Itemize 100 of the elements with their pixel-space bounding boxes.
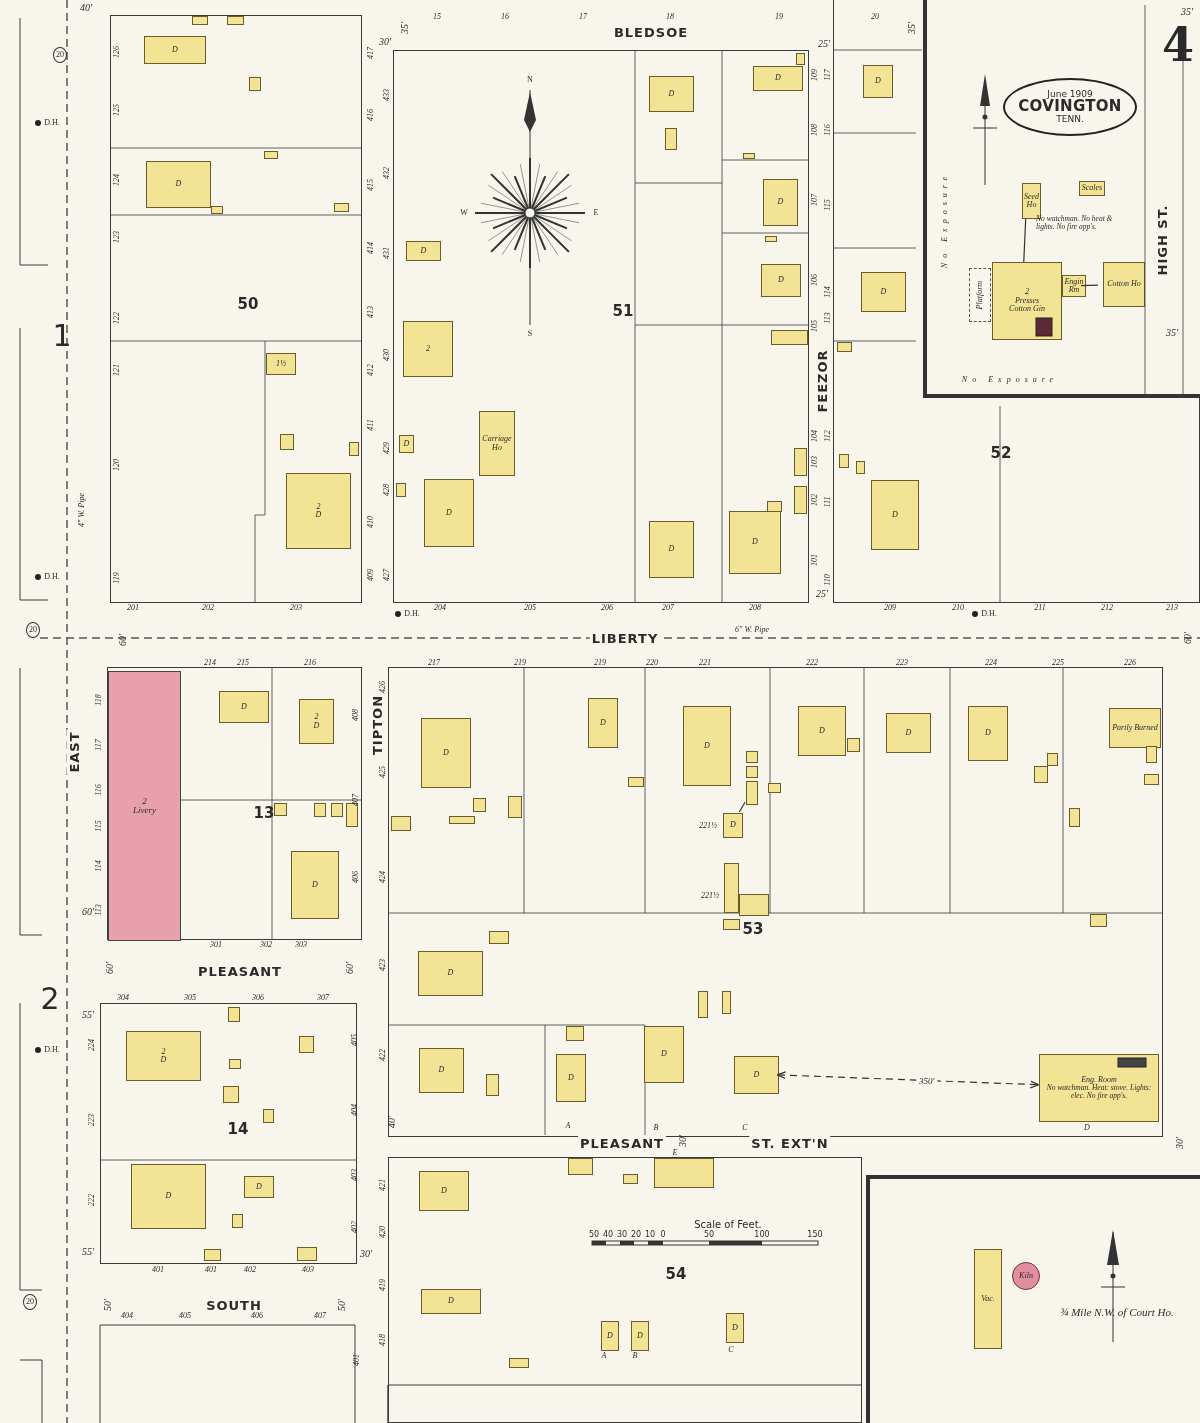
building-footprint	[644, 1026, 684, 1083]
street-width: 60'	[118, 633, 128, 647]
building-footprint	[418, 951, 483, 996]
building-label: Platform	[975, 280, 985, 310]
house-number: 217	[428, 659, 440, 667]
street-name: PLEASANT	[578, 1135, 666, 1151]
compass-letter: S	[527, 330, 533, 338]
outbuilding	[722, 991, 731, 1014]
house-number: 423	[379, 959, 387, 971]
building-label: D	[892, 510, 898, 520]
street-width: 40'	[79, 3, 93, 13]
house-number: 403	[351, 1169, 359, 1181]
house-number: 125	[113, 104, 121, 116]
title-text: June 1909	[1047, 89, 1093, 100]
outbuilding	[847, 738, 860, 752]
building-label: D	[637, 1331, 643, 1341]
block-number: 52	[990, 444, 1012, 462]
building-footprint	[761, 264, 801, 297]
compass-letter: E	[593, 209, 599, 217]
house-number: 421	[379, 1179, 387, 1191]
street-width: 60'	[81, 907, 95, 917]
house-number: 103	[811, 456, 819, 468]
street-width: 50'	[337, 1298, 347, 1312]
note-text: No Exposure	[941, 171, 949, 269]
house-number: 6" W. Pipe	[735, 626, 769, 634]
house-number: 429	[383, 442, 391, 454]
street-width: 30'	[1175, 1136, 1185, 1150]
outbuilding	[796, 53, 805, 65]
outbuilding	[1146, 746, 1157, 763]
house-number: 306	[252, 994, 264, 1002]
title-text: TENN.	[1056, 114, 1084, 125]
city-block	[100, 1003, 357, 1264]
building-label: Carriage Ho	[481, 435, 513, 452]
outbuilding	[489, 931, 509, 944]
house-number: 303	[295, 941, 307, 949]
house-number: 223	[896, 659, 908, 667]
outbuilding	[473, 798, 486, 812]
house-number: 209	[884, 604, 896, 612]
building-footprint	[734, 1056, 779, 1094]
house-number: 422	[379, 1049, 387, 1061]
street-width: 30'	[359, 1249, 373, 1259]
house-number: 18	[666, 13, 674, 21]
building-label: D	[668, 545, 675, 554]
house-number: 102	[811, 494, 819, 506]
outbuilding	[249, 77, 261, 91]
scale-number: 20	[630, 1229, 642, 1239]
outbuilding	[743, 153, 755, 159]
house-number: 413	[367, 306, 375, 318]
house-number: 105	[811, 320, 819, 332]
outbuilding	[723, 919, 740, 930]
house-number: 222	[806, 659, 818, 667]
street-width: 50'	[103, 1298, 113, 1312]
street-width: 55'	[81, 1247, 95, 1257]
house-number: 224	[88, 1039, 96, 1051]
building-label: D	[730, 821, 736, 830]
scale-number: 50	[588, 1229, 600, 1239]
lot-letter: B	[653, 1124, 659, 1132]
building-footprint	[266, 353, 296, 375]
street-width: 60'	[1183, 631, 1193, 645]
house-number: 426	[379, 681, 387, 693]
hydrant-label: D.H.	[404, 610, 420, 618]
scale-number: 100	[754, 1229, 770, 1239]
house-number: 410	[367, 516, 375, 528]
outbuilding	[767, 501, 782, 512]
outbuilding	[856, 461, 865, 474]
building-footprint	[244, 1176, 274, 1198]
outbuilding	[665, 128, 677, 150]
building-footprint	[974, 1249, 1002, 1349]
building-label: Seed Ho	[1023, 192, 1040, 210]
building-label: D	[668, 89, 675, 99]
hydrant-label: D.H.	[981, 610, 997, 618]
outbuilding	[229, 1059, 241, 1069]
outbuilding	[211, 206, 223, 214]
outbuilding	[771, 330, 808, 345]
key-number: 1	[52, 317, 72, 353]
house-number: 210	[952, 604, 964, 612]
building-label: D	[447, 969, 454, 978]
building-footprint	[399, 435, 414, 453]
building-footprint	[649, 521, 694, 578]
house-number: 401	[353, 1354, 361, 1366]
street-name: EAST	[66, 729, 82, 775]
compass-letter: N	[527, 76, 533, 84]
building-label: D	[446, 508, 452, 518]
building-label: D	[165, 1192, 172, 1201]
building-label: D	[607, 1331, 613, 1341]
house-number: 121	[113, 364, 121, 376]
street-width: 25'	[815, 589, 829, 599]
building-label: D	[568, 1073, 574, 1083]
house-number: 16	[501, 13, 509, 21]
building-label: D	[420, 246, 427, 256]
house-number: 408	[352, 709, 360, 721]
house-number: 401	[152, 1266, 164, 1274]
outbuilding	[192, 16, 208, 25]
building-footprint	[556, 1054, 586, 1102]
outbuilding	[227, 16, 244, 25]
building-label: 1½	[276, 359, 286, 369]
scale-caption: Scale of Feet.	[694, 1218, 762, 1230]
outbuilding	[698, 991, 708, 1018]
street-width: 55'	[81, 1010, 95, 1020]
building-footprint	[863, 65, 893, 98]
